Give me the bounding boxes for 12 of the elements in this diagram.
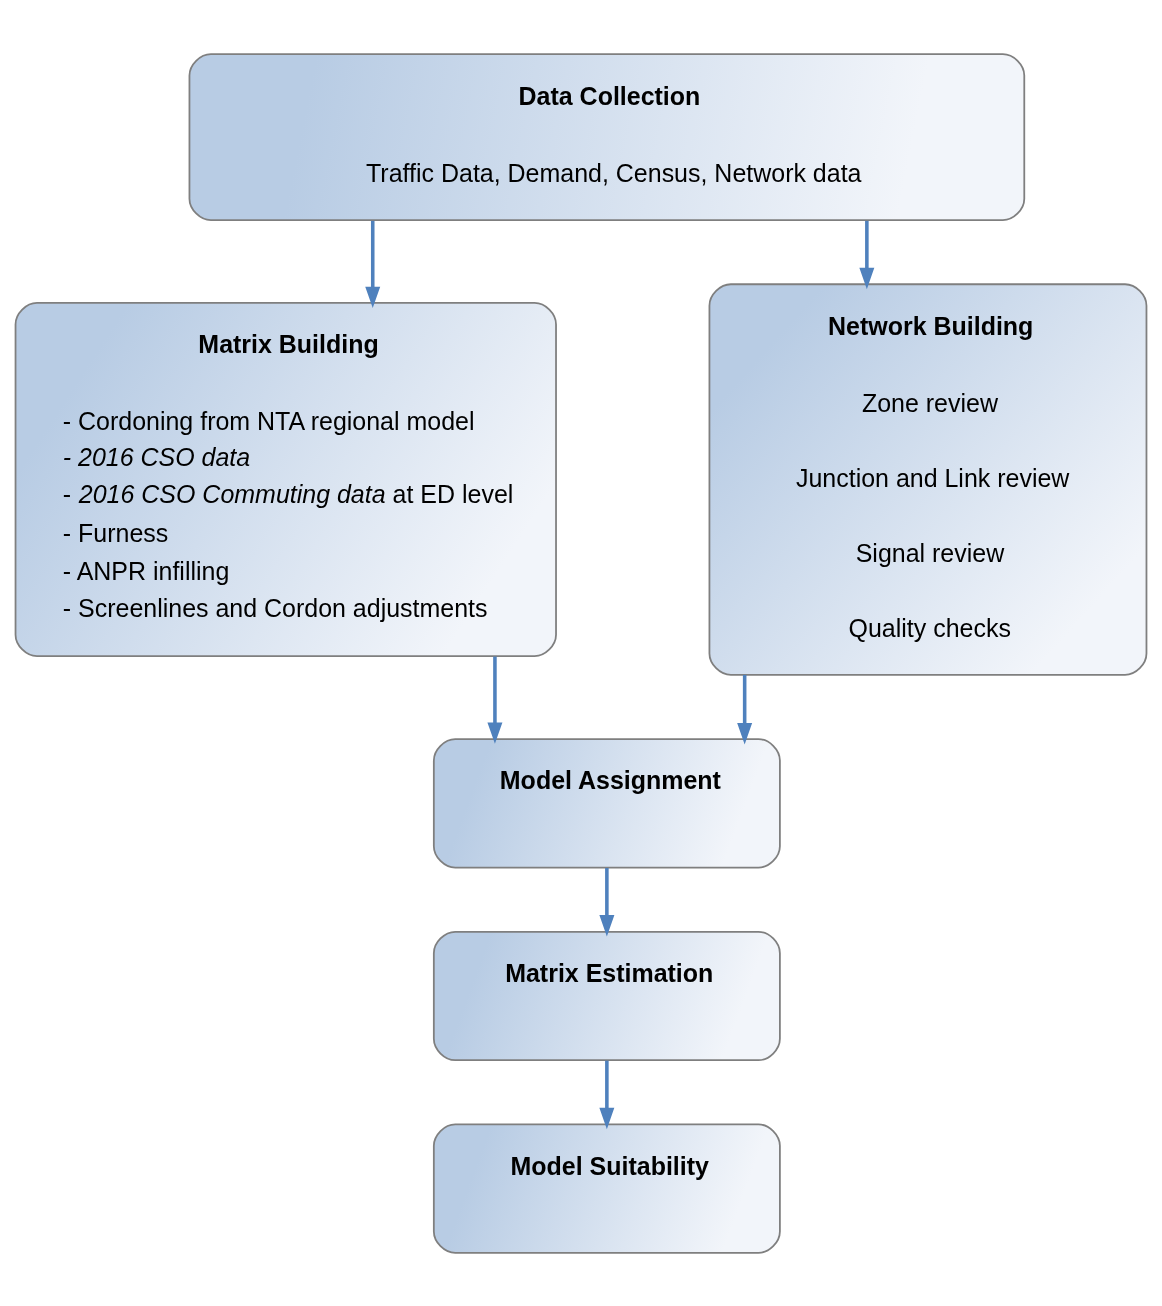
arrow [859, 220, 875, 289]
arrow [599, 867, 615, 937]
arrow [737, 674, 753, 744]
node-box: Matrix Estimation [432, 930, 781, 1061]
node-box: Network Building Zone review Junction and Link review Signal review Quality checks [708, 282, 1148, 676]
node-box: Model Assignment [432, 737, 781, 868]
node-box: Matrix Building - Cordoning from NTA regional model - 2016 CSO data - 2016 CSO Commuting data at ED level - Furness - ANPR infilling - Screenlines and Cordon adjustments [14, 301, 557, 657]
node-box: Model Suitability [432, 1123, 781, 1254]
node-box: Data Collection Traffic Data, Demand, Census, Network data [188, 52, 1026, 221]
arrow [487, 656, 503, 744]
arrow [365, 220, 381, 308]
arrow [599, 1060, 615, 1129]
